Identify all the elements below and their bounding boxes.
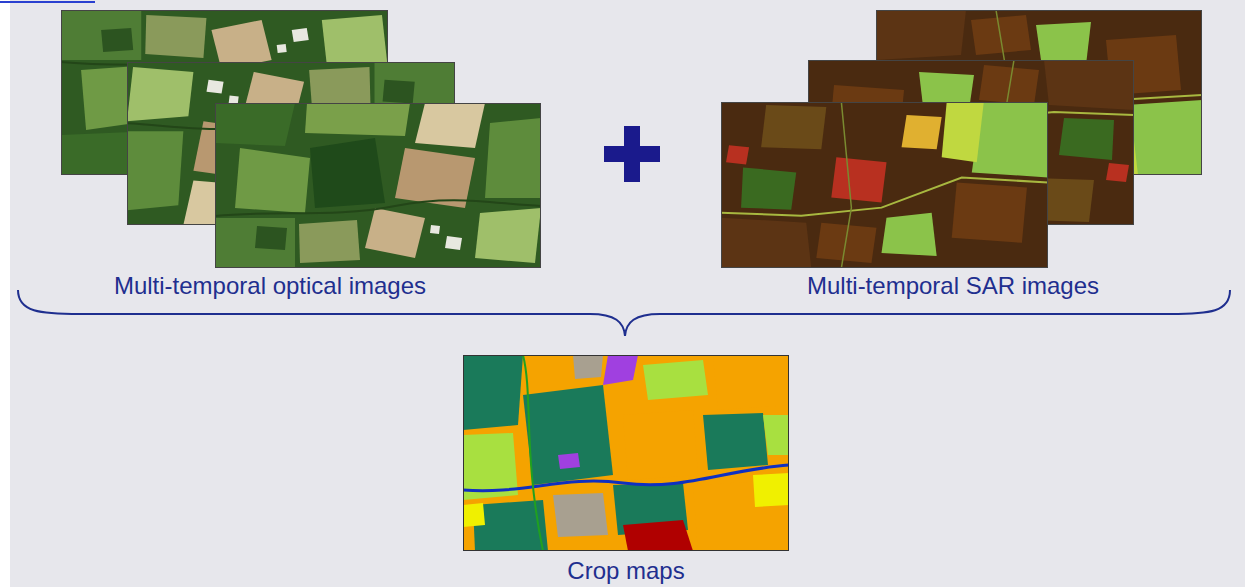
background-panel (10, 0, 1245, 587)
optical-image-stack (61, 10, 541, 268)
sar-image-stack (721, 10, 1202, 268)
caption-label: Crop maps (567, 557, 684, 585)
title-underline (0, 1, 95, 3)
caption-label: Multi-temporal SAR images (807, 272, 1099, 300)
plus-symbol (604, 126, 660, 182)
crop-map (463, 355, 789, 551)
caption-label: Multi-temporal optical images (114, 272, 426, 300)
